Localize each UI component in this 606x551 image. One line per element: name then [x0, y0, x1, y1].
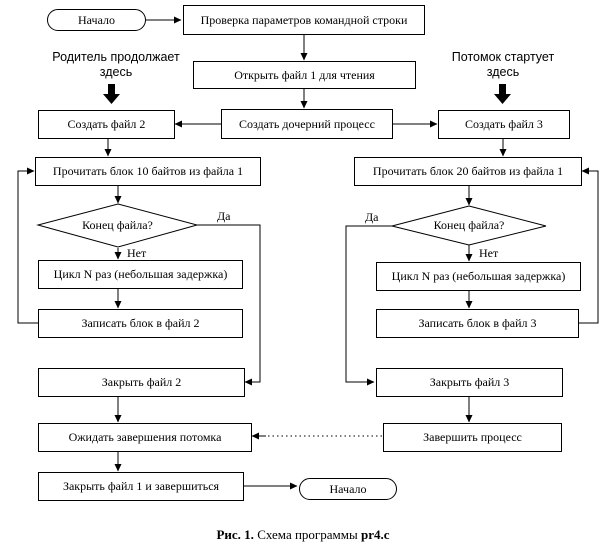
- parent-note-arrow-shaft: [108, 84, 115, 94]
- caption-prefix: Рис. 1.: [216, 527, 254, 542]
- parent-close-and-exit-box: Закрыть файл 1 и завершиться: [38, 472, 244, 501]
- parent-no-label: Нет: [127, 246, 147, 260]
- arrow-p-loop-back: [17, 167, 38, 324]
- parent-yes-label: Да: [217, 209, 231, 223]
- parent-write-block-box: Записать блок в файл 2: [38, 309, 243, 338]
- child-note-arrow-head: [494, 94, 511, 104]
- child-close-file-box: Закрыть файл 3: [376, 368, 563, 397]
- end-terminator: Начало: [299, 478, 397, 500]
- child-note-arrow-shaft: [499, 84, 506, 94]
- child-write-block-box: Записать блок в файл 3: [376, 309, 579, 338]
- open-file-box: Открыть файл 1 для чтения: [193, 61, 416, 89]
- child-create-file-box: Создать файл 3: [438, 110, 570, 139]
- create-child-box: Создать дочерний процесс: [221, 109, 393, 139]
- parent-eof-diamond: [36, 203, 199, 248]
- start-terminator: Начало: [47, 9, 146, 31]
- check-params-box: Проверка параметров командной строки: [183, 5, 425, 35]
- arrow-p-eof-yes: [197, 224, 261, 386]
- child-note: Потомок стартует здесь: [451, 50, 555, 79]
- parent-wait-child-box: Ожидать завершения потомка: [38, 423, 252, 452]
- child-loop-box: Цикл N раз (небольшая задержка): [376, 262, 581, 291]
- parent-loop-box: Цикл N раз (небольшая задержка): [38, 260, 243, 289]
- parent-create-file-box: Создать файл 2: [38, 110, 175, 139]
- child-finish-box: Завершить процесс: [383, 423, 562, 452]
- figure-caption: Рис. 1. Схема программы pr4.c: [0, 527, 606, 543]
- caption-program: pr4.c: [360, 527, 390, 542]
- child-eof-diamond: [391, 205, 547, 246]
- child-no-label: Нет: [479, 246, 499, 260]
- parent-read-block-box: Прочитать блок 10 байтов из файла 1: [35, 157, 261, 186]
- arrow-c-loop-back: [579, 167, 599, 324]
- child-eof-question: Конец файла?: [433, 218, 505, 232]
- arrow-c-eof-yes: [345, 225, 392, 386]
- parent-note-arrow-head: [103, 94, 120, 104]
- parent-close-file-box: Закрыть файл 2: [38, 368, 245, 397]
- parent-eof-question: Конец файла?: [82, 218, 153, 232]
- child-read-block-box: Прочитать блок 20 байтов из файла 1: [354, 157, 582, 186]
- caption-text: Схема программы: [253, 527, 361, 542]
- child-yes-label: Да: [365, 210, 379, 224]
- parent-note: Родитель продолжает здесь: [52, 50, 180, 79]
